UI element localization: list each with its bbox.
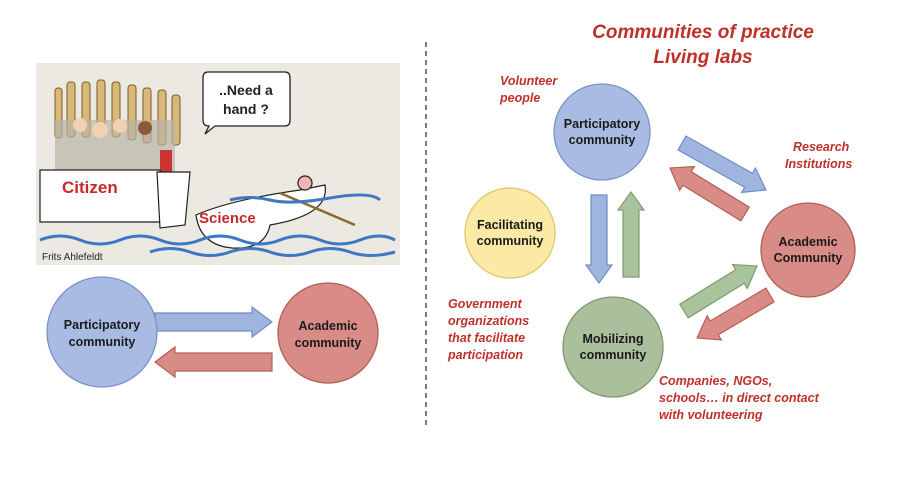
speech-bubble: ..Need a hand ?: [202, 71, 291, 135]
label-line: Participatory: [564, 117, 640, 131]
label-line: Community: [774, 251, 843, 265]
note-line: Institutions: [785, 157, 852, 171]
mobilizing-community: Mobilizing community: [562, 296, 664, 398]
note-line: organizations: [448, 314, 529, 328]
arrow-participatory-to-mobilizing: [584, 194, 614, 285]
label-line: Academic: [298, 319, 357, 333]
title-line-1: Communities of practice: [592, 22, 814, 43]
left-participatory-community: Participatory community: [46, 276, 158, 388]
label-line: community: [580, 348, 647, 362]
arrow-academic-to-participatory: [154, 345, 273, 379]
speech-line-1: ..Need a: [219, 82, 273, 98]
citizen-label: Citizen: [62, 178, 118, 197]
note-line: with volunteering: [659, 408, 763, 422]
note-line: Government: [448, 297, 522, 311]
note-line: Research: [793, 140, 850, 154]
note-line: people: [499, 91, 540, 105]
note-companies: Companies, NGOs, schools… in direct cont…: [659, 374, 820, 422]
right-academic-community: Academic Community: [760, 202, 856, 298]
label-line: Mobilizing: [582, 332, 643, 346]
label-line: Academic: [778, 235, 837, 249]
note-line: Volunteer: [500, 74, 558, 88]
label-line: community: [69, 335, 136, 349]
arrow-mobilizing-to-academic: [678, 263, 758, 319]
speech-line-2: hand ?: [223, 101, 269, 117]
science-label: Science: [199, 210, 256, 227]
citizen-science-cartoon: ..Need a hand ? Citizen Science Frits Ah…: [36, 63, 400, 265]
note-line: participation: [447, 348, 523, 362]
label-line: community: [569, 133, 636, 147]
right-participatory-community: Participatory community: [553, 83, 651, 181]
note-line: that facilitate: [448, 331, 525, 345]
arrow-academic-to-mobilizing: [696, 287, 775, 341]
arrow-participatory-to-academic-right: [677, 135, 767, 194]
label-line: community: [295, 336, 362, 350]
note-volunteer: Volunteer people: [499, 74, 558, 105]
arrow-participatory-to-academic: [154, 305, 273, 339]
note-line: Companies, NGOs,: [659, 374, 772, 388]
label-line: Participatory: [64, 318, 140, 332]
artist-credit: Frits Ahlefeldt: [42, 252, 103, 263]
label-line: community: [477, 234, 544, 248]
arrow-mobilizing-to-participatory: [616, 190, 646, 278]
waves-illustration: [39, 193, 396, 257]
note-research: Research Institutions: [785, 140, 852, 171]
arrow-academic-to-participatory-right: [669, 165, 751, 222]
note-government: Government organizations that facilitate…: [447, 297, 529, 362]
facilitating-community: Facilitating community: [464, 187, 556, 279]
note-line: schools… in direct contact: [659, 391, 820, 405]
title-line-2: Living labs: [653, 47, 752, 68]
left-academic-community: Academic community: [277, 282, 379, 384]
label-line: Facilitating: [477, 218, 543, 232]
